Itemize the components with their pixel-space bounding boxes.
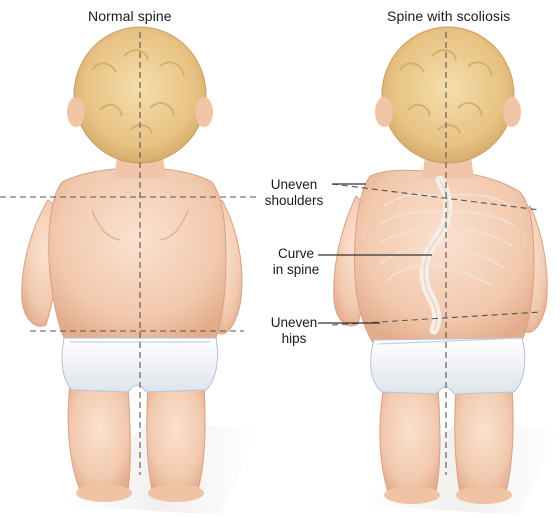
left-ear — [67, 97, 85, 127]
right-foot — [456, 486, 512, 504]
left-foot — [384, 486, 440, 504]
left-leg — [68, 385, 130, 496]
child-normal-spine — [0, 27, 260, 515]
title-spine-with-scoliosis: Spine with scoliosis — [387, 8, 510, 24]
right-ear — [195, 97, 213, 127]
callout-uneven-shoulders: Uneven shoulders — [255, 177, 333, 209]
head — [382, 27, 514, 163]
left-leg — [380, 385, 440, 498]
callout-curve-in-spine: Curve in spine — [261, 246, 331, 278]
right-foot — [148, 484, 204, 502]
back-torso — [49, 168, 226, 342]
left-ear — [375, 97, 393, 127]
left-foot — [76, 484, 132, 502]
right-leg — [455, 385, 513, 498]
title-normal-spine: Normal spine — [88, 8, 172, 24]
diaper — [371, 338, 525, 394]
right-ear — [503, 97, 521, 127]
child-scoliosis — [318, 27, 560, 515]
right-leg — [147, 385, 205, 496]
callout-uneven-hips: Uneven hips — [259, 315, 329, 347]
